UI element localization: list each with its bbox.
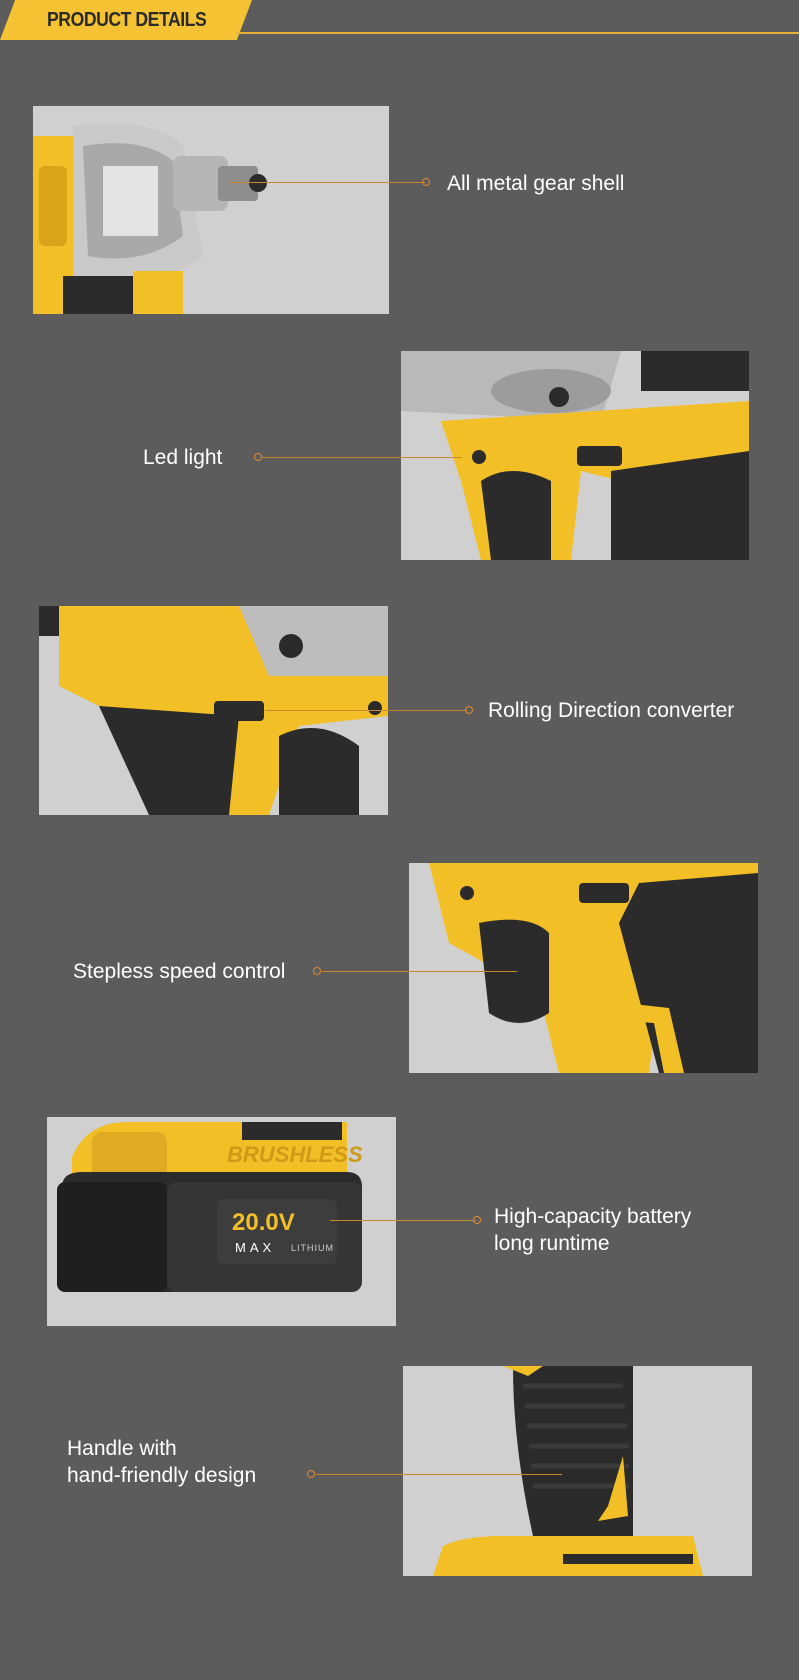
- battery-brushless-text: BRUSHLESS: [227, 1142, 363, 1167]
- battery-max-text: MAX: [235, 1240, 275, 1255]
- leader-line: [316, 1474, 562, 1475]
- feature-photo-speed-control: [409, 863, 758, 1073]
- handle-illustration: [403, 1366, 752, 1576]
- feature-label-speed-control: Stepless speed control: [73, 960, 286, 983]
- feature-label-gear-shell: All metal gear shell: [447, 172, 625, 195]
- leader-line: [230, 182, 425, 183]
- callout-dot: [422, 178, 430, 186]
- feature-label-led-light: Led light: [143, 446, 223, 469]
- feature-label-battery: High-capacity battery long runtime: [494, 1205, 692, 1255]
- page-title: PRODUCT DETAILS: [47, 9, 207, 31]
- callout-dot: [307, 1470, 315, 1478]
- battery-voltage-text: 20.0V: [232, 1209, 295, 1236]
- header-divider: [236, 32, 799, 34]
- feature-label-direction-converter: Rolling Direction converter: [488, 699, 735, 722]
- direction-converter-illustration: [39, 606, 388, 815]
- leader-line: [262, 457, 462, 458]
- callout-dot: [465, 706, 473, 714]
- feature-photo-led-light: [401, 351, 749, 560]
- feature-photo-handle: [403, 1366, 752, 1576]
- leader-line: [330, 1220, 476, 1221]
- callout-dot: [313, 967, 321, 975]
- header-banner: [0, 0, 252, 40]
- callout-dot: [254, 453, 262, 461]
- feature-photo-direction-converter: [39, 606, 388, 815]
- speed-control-illustration: [409, 863, 758, 1073]
- feature-photo-gear-shell: [33, 106, 389, 314]
- callout-dot: [473, 1216, 481, 1224]
- feature-label-handle: Handle with hand-friendly design: [67, 1437, 257, 1487]
- gear-shell-illustration: [33, 106, 389, 314]
- leader-line: [322, 971, 517, 972]
- battery-lithium-text: LITHIUM: [291, 1243, 334, 1253]
- led-light-illustration: [401, 351, 749, 560]
- leader-line: [265, 710, 467, 711]
- battery-illustration: BRUSHLESS 20.0V MAX LITHIUM: [47, 1117, 396, 1326]
- feature-photo-battery: BRUSHLESS 20.0V MAX LITHIUM: [47, 1117, 396, 1326]
